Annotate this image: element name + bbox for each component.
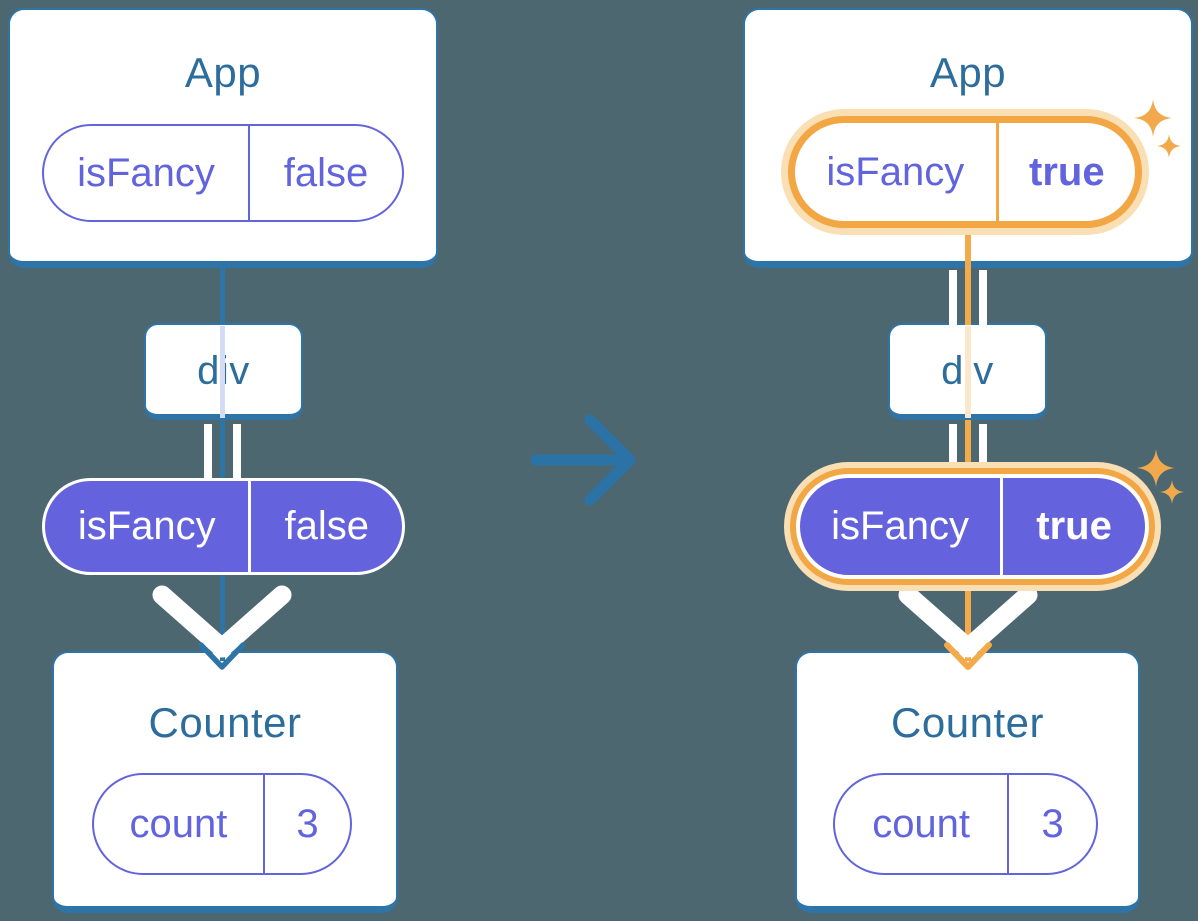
- after-pass-through-line-faint: [965, 326, 971, 418]
- after-pill-counter-connector-line: [965, 573, 971, 661]
- before-app-prop-pill: isFancy false: [42, 124, 404, 222]
- after-counter-state-pill: count 3: [833, 773, 1098, 875]
- state-value-cell: 3: [1041, 801, 1064, 846]
- before-arrowhead-icon: [198, 642, 246, 670]
- before-counter-title: Counter: [148, 699, 302, 746]
- before-div-pill-connector-line: [219, 420, 225, 480]
- before-down-chevron-icon: [152, 585, 292, 658]
- prop-name-cell: isFancy: [800, 478, 1004, 575]
- before-prop-pass-line-white: [203, 424, 212, 480]
- after-app-title: App: [929, 48, 1007, 96]
- after-app-inner-flow-line: [965, 230, 971, 270]
- prop-name-cell: isFancy: [44, 126, 251, 220]
- state-value-cell: 3: [296, 801, 319, 846]
- prop-name-cell: isFancy: [45, 481, 252, 572]
- prop-name-cell: isFancy: [795, 123, 999, 221]
- sparkle-icon-large: [1134, 99, 1172, 137]
- before-app-div-connector-line: [219, 264, 225, 325]
- before-pass-through-line-faint: [219, 326, 225, 418]
- after-down-chevron-icon: [898, 585, 1038, 658]
- after-app-prop-pill-highlighted: isFancy true: [788, 116, 1142, 228]
- sparkle-icon-small: [1157, 134, 1181, 158]
- state-name-cell: count: [94, 775, 265, 873]
- before-passed-prop-pill: isFancy false: [42, 478, 405, 575]
- prop-value-cell: true: [1029, 149, 1105, 194]
- before-counter-state-pill: count 3: [92, 773, 352, 875]
- state-name-cell: count: [835, 775, 1010, 873]
- after-prop-pass-line-white: [979, 424, 987, 480]
- after-prop-pass-line-white: [949, 424, 957, 480]
- prop-value-cell: true: [1036, 504, 1112, 548]
- after-div-pill-connector-line: [965, 420, 971, 482]
- prop-value-cell: false: [284, 504, 369, 548]
- before-prop-pass-line-white: [232, 424, 241, 480]
- before-app-title: App: [184, 48, 262, 96]
- sparkle-icon-small: [1160, 480, 1184, 504]
- after-prop-pass-line-white: [949, 270, 957, 325]
- sparkle-icon-large: [1137, 449, 1175, 487]
- prop-value-cell: false: [283, 150, 369, 195]
- before-pill-counter-connector-line: [219, 573, 225, 661]
- right-arrow-icon: [530, 414, 636, 506]
- after-arrowhead-icon: [944, 642, 992, 670]
- after-app-div-connector-line: [965, 266, 971, 325]
- after-counter-title: Counter: [891, 699, 1044, 746]
- after-passed-prop-pill-highlighted: isFancy true: [796, 474, 1149, 579]
- after-prop-pass-line-white: [979, 270, 987, 325]
